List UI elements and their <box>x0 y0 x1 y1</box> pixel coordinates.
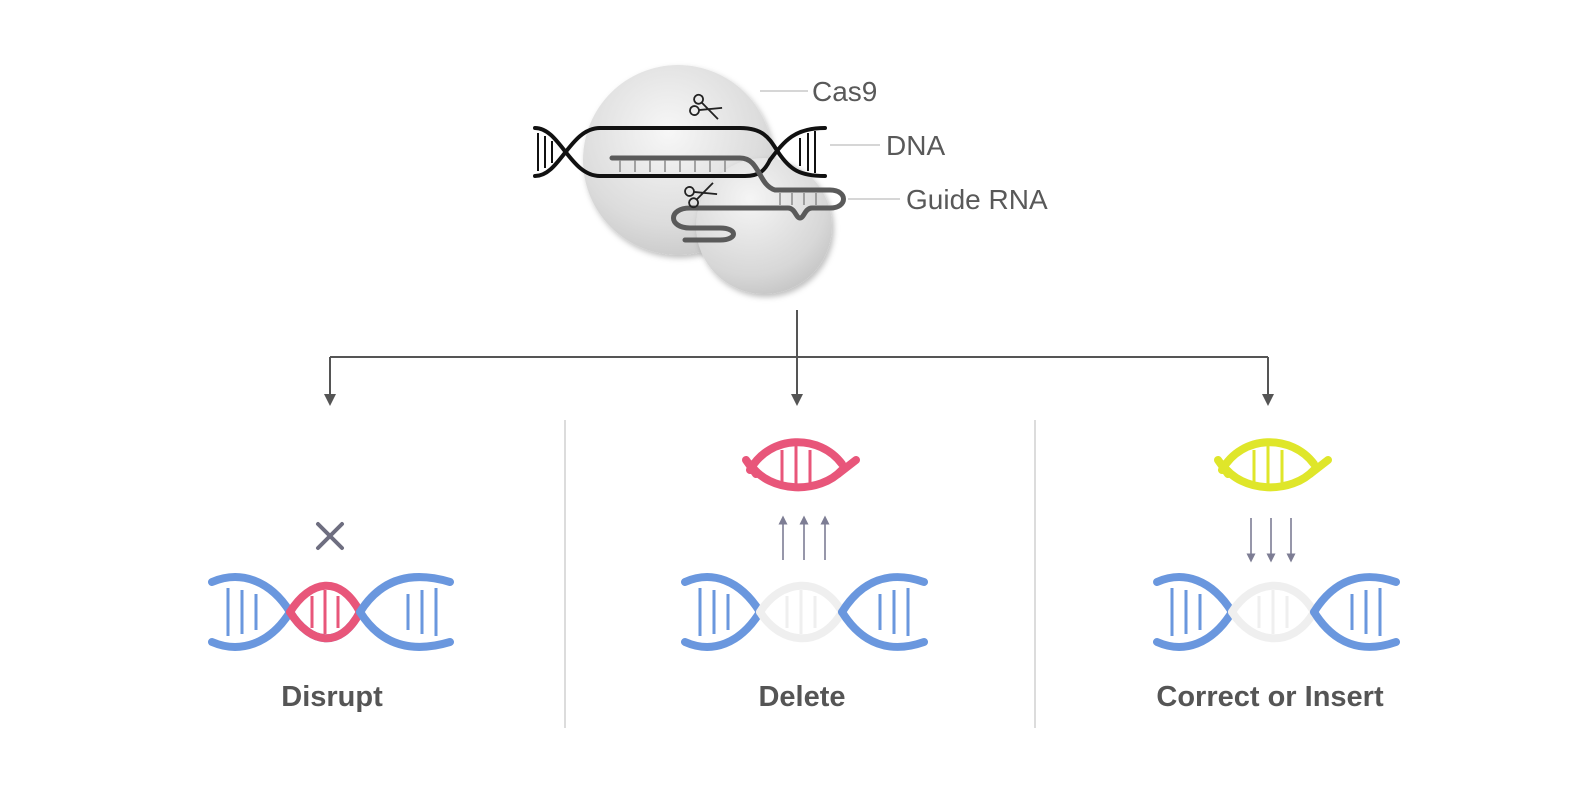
inserted-dna-segment <box>1214 438 1332 492</box>
x-mark-icon <box>316 522 344 550</box>
outcome-label-delete: Delete <box>758 681 845 713</box>
outcome-correct-insert: Correct or Insert <box>1153 438 1400 713</box>
dna-helix <box>533 126 827 178</box>
scissors-icon <box>689 93 723 120</box>
rungs-blue <box>226 588 438 636</box>
rungs-pale <box>785 590 817 634</box>
dna-helix-disrupt <box>208 573 454 651</box>
branch-connector <box>324 310 1274 406</box>
guide-rna-rungs <box>619 160 817 205</box>
downward-arrows <box>1246 518 1296 563</box>
guide-rna-strand <box>609 155 846 243</box>
upward-arrows <box>778 515 830 560</box>
scissors-icon <box>684 182 718 209</box>
cas9-complex: Cas9 DNA Guide RNA <box>533 65 1048 294</box>
dna-helix-delete <box>681 573 928 651</box>
rungs-pale <box>1257 590 1289 634</box>
outcome-label-correct-insert: Correct or Insert <box>1156 681 1384 713</box>
dna-rungs-left <box>537 133 553 171</box>
rungs-yellow <box>1252 446 1284 488</box>
label-leader-lines <box>760 90 900 200</box>
rungs-blue <box>1170 588 1382 636</box>
rungs-red <box>780 446 812 488</box>
removed-dna-segment <box>742 438 860 492</box>
outcome-delete: Delete <box>681 438 928 713</box>
outcome-label-disrupt: Disrupt <box>281 681 383 713</box>
outcome-disrupt: Disrupt <box>208 522 454 713</box>
dna-helix-insert <box>1153 573 1400 651</box>
dna-label: DNA <box>886 130 945 161</box>
rungs-blue <box>698 588 910 636</box>
guide-rna-label: Guide RNA <box>906 184 1048 215</box>
rungs-red <box>310 590 340 634</box>
cas9-label: Cas9 <box>812 76 877 107</box>
dna-rungs-right <box>799 131 816 173</box>
